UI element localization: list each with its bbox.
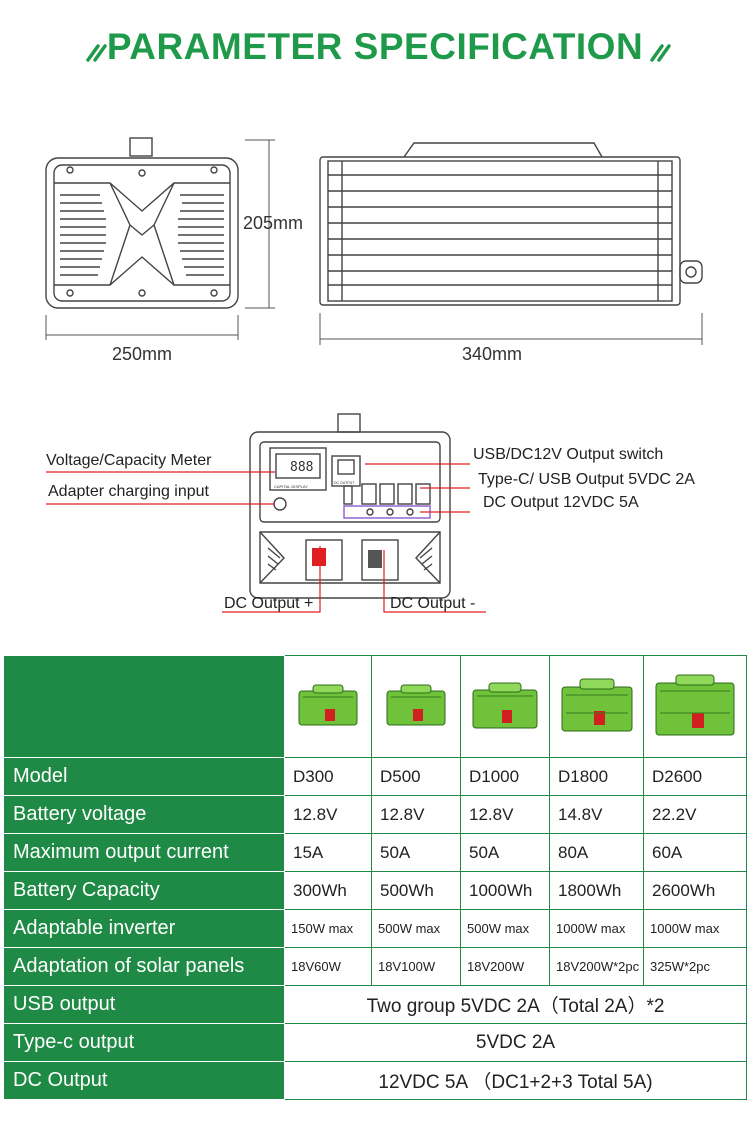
table-cell: 500Wh (371, 871, 461, 910)
table-cell: 1000W max (549, 909, 644, 948)
table-cell: 12.8V (460, 795, 550, 834)
table-merged-cell: 5VDC 2A (284, 1023, 747, 1062)
row-label: Battery Capacity (4, 871, 285, 910)
product-image-d2600 (643, 655, 747, 758)
product-image-d1000 (460, 655, 550, 758)
table-cell: 15A (284, 833, 372, 872)
table-cell: D300 (284, 757, 372, 796)
table-cell: D1800 (549, 757, 644, 796)
table-cell: 18V100W (371, 947, 461, 986)
table-cell: D500 (371, 757, 461, 796)
product-image-d300 (284, 655, 372, 758)
table-merged-cell: Two group 5VDC 2A（Total 2A）*2 (284, 985, 747, 1024)
switch-caption: DC OUTPUT (334, 481, 355, 485)
height-dimension: 205mm (243, 213, 304, 233)
table-merged-cell: 12VDC 5A （DC1+2+3 Total 5A) (284, 1061, 747, 1100)
row-label: DC Output (4, 1061, 285, 1100)
row-label: Model (4, 757, 285, 796)
front-view-drawing (45, 137, 275, 340)
table-cell: 1800Wh (549, 871, 644, 910)
control-panel-drawing: 888 CAPITAL DISPLAY DC OUTPUT (249, 413, 451, 599)
table-cell: 80A (549, 833, 644, 872)
table-cell: 50A (460, 833, 550, 872)
table-cell: 500W max (371, 909, 461, 948)
callout-dc-minus: DC Output - (390, 595, 476, 612)
table-cell: 1000W max (643, 909, 747, 948)
title-deco-left-icon (86, 44, 107, 62)
callout-dc-plus: DC Output + (224, 595, 314, 612)
length-dimension: 340mm (462, 344, 523, 364)
page-title: PARAMETER SPECIFICATION (106, 26, 644, 67)
callout-adapter-input: Adapter charging input (48, 483, 209, 500)
table-cell: 18V200W*2pc (549, 947, 644, 986)
table-cell: 18V60W (284, 947, 372, 986)
row-label: Adaptable inverter (4, 909, 285, 948)
product-image-row (4, 655, 747, 758)
product-image-d500 (371, 655, 461, 758)
table-cell: 150W max (284, 909, 372, 948)
row-label: Adaptation of solar panels (4, 947, 285, 986)
width-dimension: 250mm (112, 344, 173, 364)
table-cell: D1000 (460, 757, 550, 796)
table-cell: 60A (643, 833, 747, 872)
callout-voltage-meter: Voltage/Capacity Meter (46, 452, 212, 469)
meter-digits: 888 (290, 460, 313, 475)
row-label: Maximum output current (4, 833, 285, 872)
table-cell: 300Wh (284, 871, 372, 910)
row-label: USB output (4, 985, 285, 1024)
row-label: Type-c output (4, 1023, 285, 1062)
table-cell: 12.8V (371, 795, 461, 834)
row-label: Battery voltage (4, 795, 285, 834)
table-cell: D2600 (643, 757, 747, 796)
table-cell: 2600Wh (643, 871, 747, 910)
callout-usb-switch: USB/DC12V Output switch (473, 446, 664, 463)
table-cell: 50A (371, 833, 461, 872)
side-view-drawing (319, 142, 703, 345)
table-cell: 22.2V (643, 795, 747, 834)
image-row-label (4, 655, 285, 758)
table-cell: 325W*2pc (643, 947, 747, 986)
callout-dc-output: DC Output 12VDC 5A (483, 494, 639, 511)
table-cell: 1000Wh (460, 871, 550, 910)
table-cell: 500W max (460, 909, 550, 948)
table-cell: 14.8V (549, 795, 644, 834)
table-cell: 18V200W (460, 947, 550, 986)
table-cell: 12.8V (284, 795, 372, 834)
callout-typec-usb: Type-C/ USB Output 5VDC 2A (478, 471, 695, 488)
product-image-d1800 (549, 655, 644, 758)
meter-caption: CAPITAL DISPLAY (274, 484, 308, 489)
callout-lines (46, 463, 486, 613)
title-deco-right-icon (650, 44, 671, 62)
